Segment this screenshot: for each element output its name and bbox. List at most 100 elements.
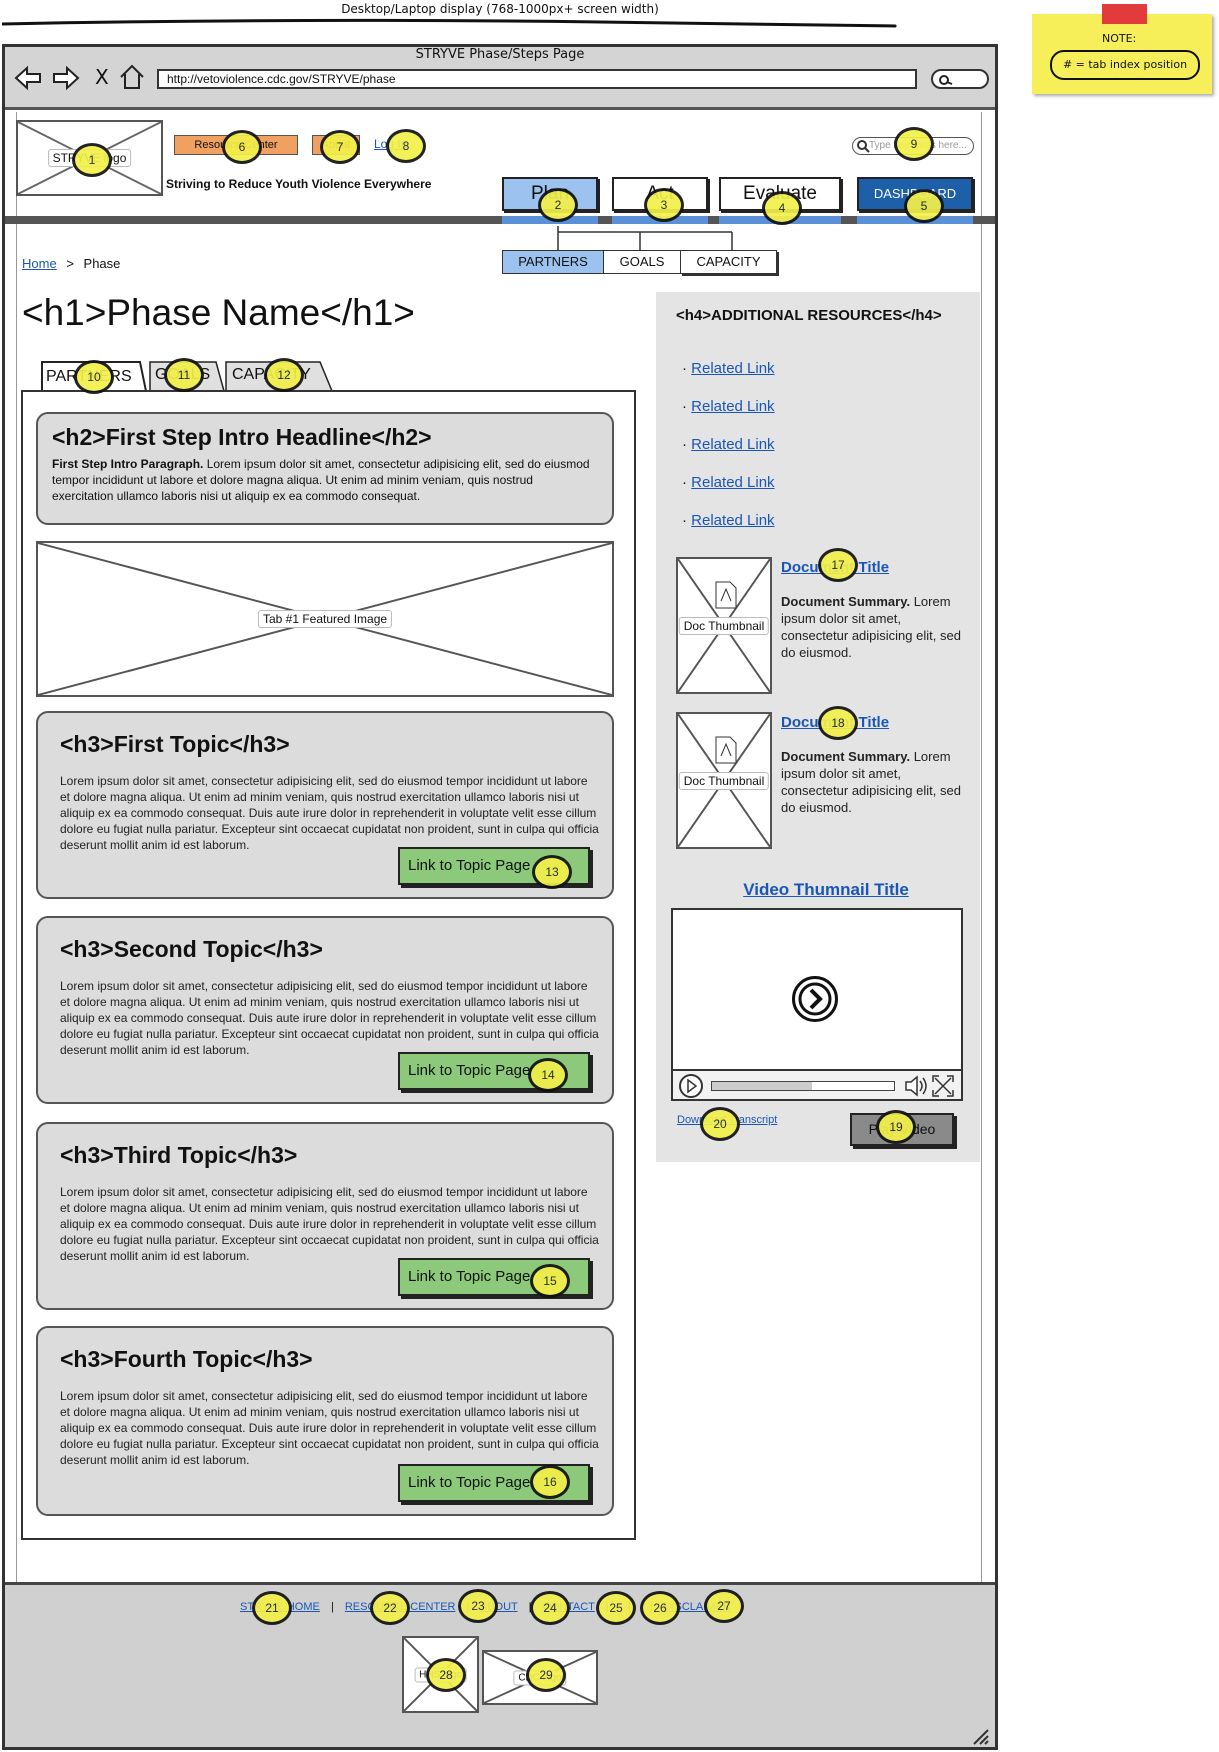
tab-index-marker: 10 xyxy=(74,360,114,394)
tab-index-marker: 1 xyxy=(72,143,112,177)
topic-body: Lorem ipsum dolor sit amet, consectetur … xyxy=(60,1185,599,1263)
note-text: # = tab index position xyxy=(1050,50,1200,80)
doc-thumbnail[interactable]: Doc Thumbnail xyxy=(676,557,772,694)
tab-index-marker: 23 xyxy=(458,1589,498,1623)
related-link[interactable]: Related Link xyxy=(691,436,775,453)
bullet-icon: · xyxy=(682,436,687,453)
tab-index-marker: 2 xyxy=(538,188,578,222)
doc-thumbnail-label: Doc Thumbnail xyxy=(678,616,770,635)
breadcrumb: Home > Phase xyxy=(22,256,120,271)
related-link[interactable]: Related Link xyxy=(691,512,775,529)
related-link-item: · Related Link xyxy=(682,502,775,540)
related-link[interactable]: Related Link xyxy=(691,360,775,377)
tab-index-marker: 7 xyxy=(320,130,360,164)
subnav-capacity[interactable]: CAPACITY xyxy=(680,250,777,274)
tab-index-marker: 9 xyxy=(894,127,934,161)
related-link-item: · Related Link xyxy=(682,426,775,464)
page-frame xyxy=(16,112,982,1582)
tab-index-marker: 27 xyxy=(704,1589,744,1623)
tab-index-marker: 14 xyxy=(528,1058,568,1092)
subnav-partners[interactable]: PARTNERS xyxy=(502,250,604,274)
topic-panel-3: <h3>Third Topic</h3> Lorem ipsum dolor s… xyxy=(36,1122,614,1310)
browser-toolbar: STRYVE Phase/Steps Page X http://vetovio… xyxy=(5,47,995,110)
related-link-item: · Related Link xyxy=(682,388,775,426)
topic-panel-4: <h3>Fourth Topic</h3> Lorem ipsum dolor … xyxy=(36,1326,614,1516)
topic-title: <h3>Fourth Topic</h3> xyxy=(60,1346,313,1372)
breadcrumb-current: Phase xyxy=(83,256,121,271)
tab-index-marker: 20 xyxy=(700,1107,740,1141)
bullet-icon: · xyxy=(682,474,687,491)
document-summary-lead: Document Summary. xyxy=(781,594,911,609)
intro-headline: <h2>First Step Intro Headline</h2> xyxy=(52,424,432,450)
intro-paragraph: First Step Intro Paragraph. Lorem ipsum … xyxy=(52,456,592,504)
subnav-goals[interactable]: GOALS xyxy=(603,250,681,274)
related-link-item: · Related Link xyxy=(682,350,775,388)
annotation-underline-icon xyxy=(1,18,897,28)
header-divider xyxy=(5,216,995,224)
pdf-icon xyxy=(715,581,737,609)
intro-body: Lorem ipsum dolor sit amet, consectetur … xyxy=(52,457,590,503)
back-icon[interactable] xyxy=(13,65,43,91)
topic-title: <h3>Third Topic</h3> xyxy=(60,1142,298,1168)
sidebar-links: · Related Link · Related Link · Related … xyxy=(682,350,775,540)
breadcrumb-home[interactable]: Home xyxy=(22,256,57,271)
video-progress-fill xyxy=(712,1082,813,1090)
tab-index-marker: 11 xyxy=(164,358,204,392)
document-summary-lead: Document Summary. xyxy=(781,749,911,764)
topic-body: Lorem ipsum dolor sit amet, consectetur … xyxy=(60,1389,599,1467)
tab-index-marker: 29 xyxy=(526,1658,566,1692)
footer-separator: | xyxy=(330,1601,334,1613)
home-icon[interactable] xyxy=(118,63,146,91)
tab-index-marker: 22 xyxy=(370,1591,410,1625)
video-title-link[interactable]: Video Thumnail Title xyxy=(743,880,909,899)
address-bar[interactable]: http://vetoviolence.cdc.gov/STRYVE/phase xyxy=(157,69,917,89)
pdf-icon xyxy=(715,736,737,764)
document-summary: Document Summary. Lorem ipsum dolor sit … xyxy=(781,748,961,816)
related-link[interactable]: Related Link xyxy=(691,474,775,491)
search-icon xyxy=(939,75,953,85)
video-progress-track[interactable] xyxy=(711,1081,895,1091)
related-link[interactable]: Related Link xyxy=(691,398,775,415)
subnav-connector-icon xyxy=(557,226,733,250)
featured-image-label: Tab #1 Featured Image xyxy=(257,610,393,628)
tab-index-marker: 15 xyxy=(530,1264,570,1298)
topic-panel-2: <h3>Second Topic</h3> Lorem ipsum dolor … xyxy=(36,916,614,1104)
sidebar-heading: <h4>ADDITIONAL RESOURCES</h4> xyxy=(676,307,942,324)
tab-index-marker: 3 xyxy=(644,188,684,222)
intro-lead: First Step Intro Paragraph. xyxy=(52,457,204,471)
bullet-icon: · xyxy=(682,398,687,415)
browser-search-box[interactable] xyxy=(931,69,989,89)
tab-index-marker: 28 xyxy=(426,1658,466,1692)
tab-content-panel xyxy=(21,390,636,1540)
topic-panel-1: <h3>First Topic</h3> Lorem ipsum dolor s… xyxy=(36,711,614,899)
window-title: STRYVE Phase/Steps Page xyxy=(415,47,585,62)
doc-thumbnail[interactable]: Doc Thumbnail xyxy=(676,712,772,849)
document-summary: Document Summary. Lorem ipsum dolor sit … xyxy=(781,593,961,661)
tab-index-marker: 6 xyxy=(222,130,262,164)
document-summary-text: Lorem ipsum dolor sit amet, consectetur … xyxy=(781,594,961,660)
tab-index-marker: 8 xyxy=(386,129,426,163)
tab-index-marker: 21 xyxy=(252,1591,292,1625)
tab-index-marker: 17 xyxy=(818,548,858,582)
close-icon[interactable]: X xyxy=(95,65,109,89)
video-player[interactable] xyxy=(671,908,963,1101)
play-icon[interactable] xyxy=(677,1072,705,1100)
forward-icon[interactable] xyxy=(51,65,81,91)
featured-image: Tab #1 Featured Image xyxy=(36,541,614,697)
search-icon xyxy=(857,140,870,153)
tab-index-marker: 13 xyxy=(532,855,572,889)
video-controls xyxy=(673,1069,961,1099)
related-link-item: · Related Link xyxy=(682,464,775,502)
topic-body: Lorem ipsum dolor sit amet, consectetur … xyxy=(60,774,599,852)
fullscreen-icon[interactable] xyxy=(931,1074,955,1098)
intro-panel: <h2>First Step Intro Headline</h2> First… xyxy=(36,412,614,525)
play-circle-icon[interactable] xyxy=(792,976,838,1022)
tab-index-marker: 16 xyxy=(530,1465,570,1499)
note-title: NOTE: xyxy=(1102,32,1137,45)
topic-title: <h3>First Topic</h3> xyxy=(60,731,290,757)
bullet-icon: · xyxy=(682,360,687,377)
resize-grip-icon[interactable] xyxy=(972,1728,990,1746)
bullet-icon: · xyxy=(682,512,687,529)
volume-icon[interactable] xyxy=(903,1073,929,1099)
annotation-heading: Desktop/Laptop display (768-1000px+ scre… xyxy=(341,2,659,16)
